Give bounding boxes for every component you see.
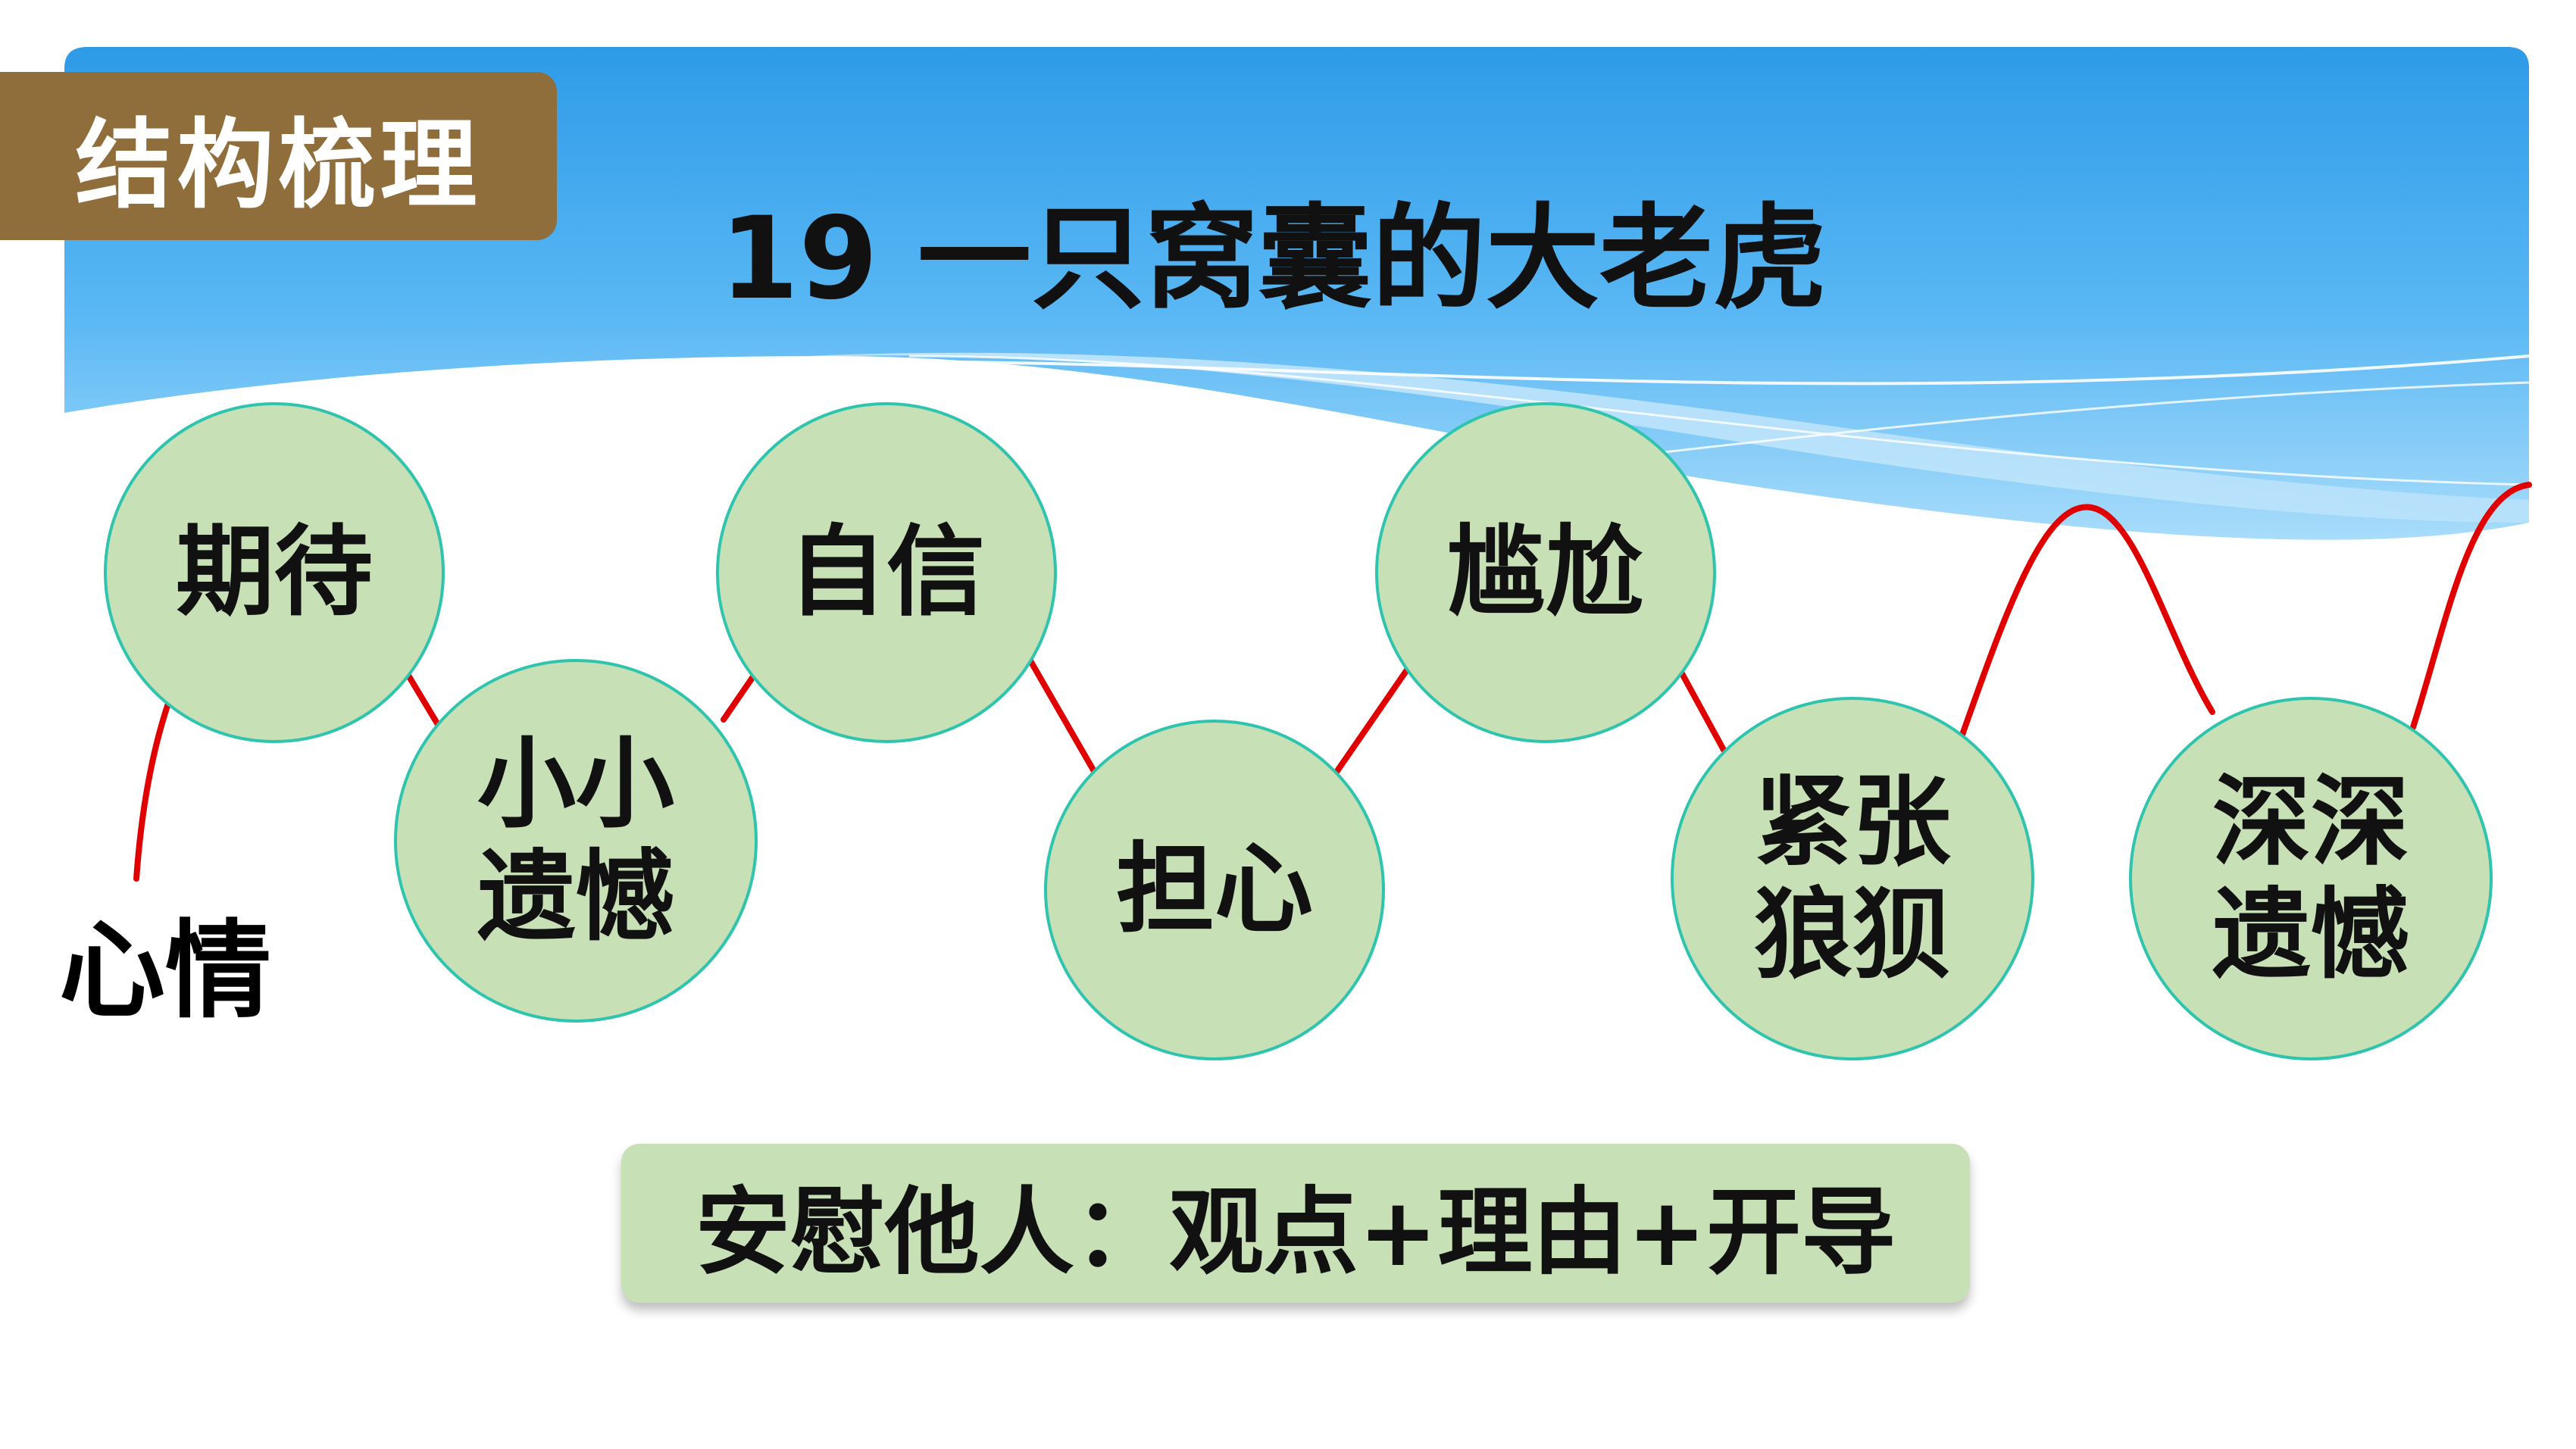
wave-line-3 bbox=[1515, 381, 2530, 471]
wave-line-2 bbox=[908, 354, 2530, 486]
mood-axis-label: 心情 bbox=[59, 910, 272, 1033]
summary-box: 安慰他人：观点+理由+开导 bbox=[621, 1144, 1970, 1303]
mood-connector-segments bbox=[391, 645, 1727, 779]
mood-node-jinzhang-langbei: 紧张 狼狈 bbox=[1671, 697, 2034, 1060]
mood-curve-line bbox=[133, 482, 2532, 882]
wave-highlight bbox=[682, 352, 2529, 523]
mood-node-zixin: 自信 bbox=[716, 402, 1057, 743]
mood-node-shenshen-yihan: 深深 遗憾 bbox=[2129, 697, 2493, 1060]
mood-node-danxin: 担心 bbox=[1044, 720, 1385, 1060]
mood-node-ganga: 尴尬 bbox=[1375, 402, 1716, 743]
page-title: 19 一只窝囊的大老虎 bbox=[720, 192, 1827, 325]
sky-band bbox=[64, 47, 2529, 540]
mood-node-xiaoxiao-yihan: 小小 遗憾 bbox=[394, 659, 758, 1023]
section-tag: 结构梳理 bbox=[0, 72, 557, 240]
mood-node-qidai: 期待 bbox=[104, 402, 445, 743]
wave-line-1 bbox=[719, 354, 2530, 386]
